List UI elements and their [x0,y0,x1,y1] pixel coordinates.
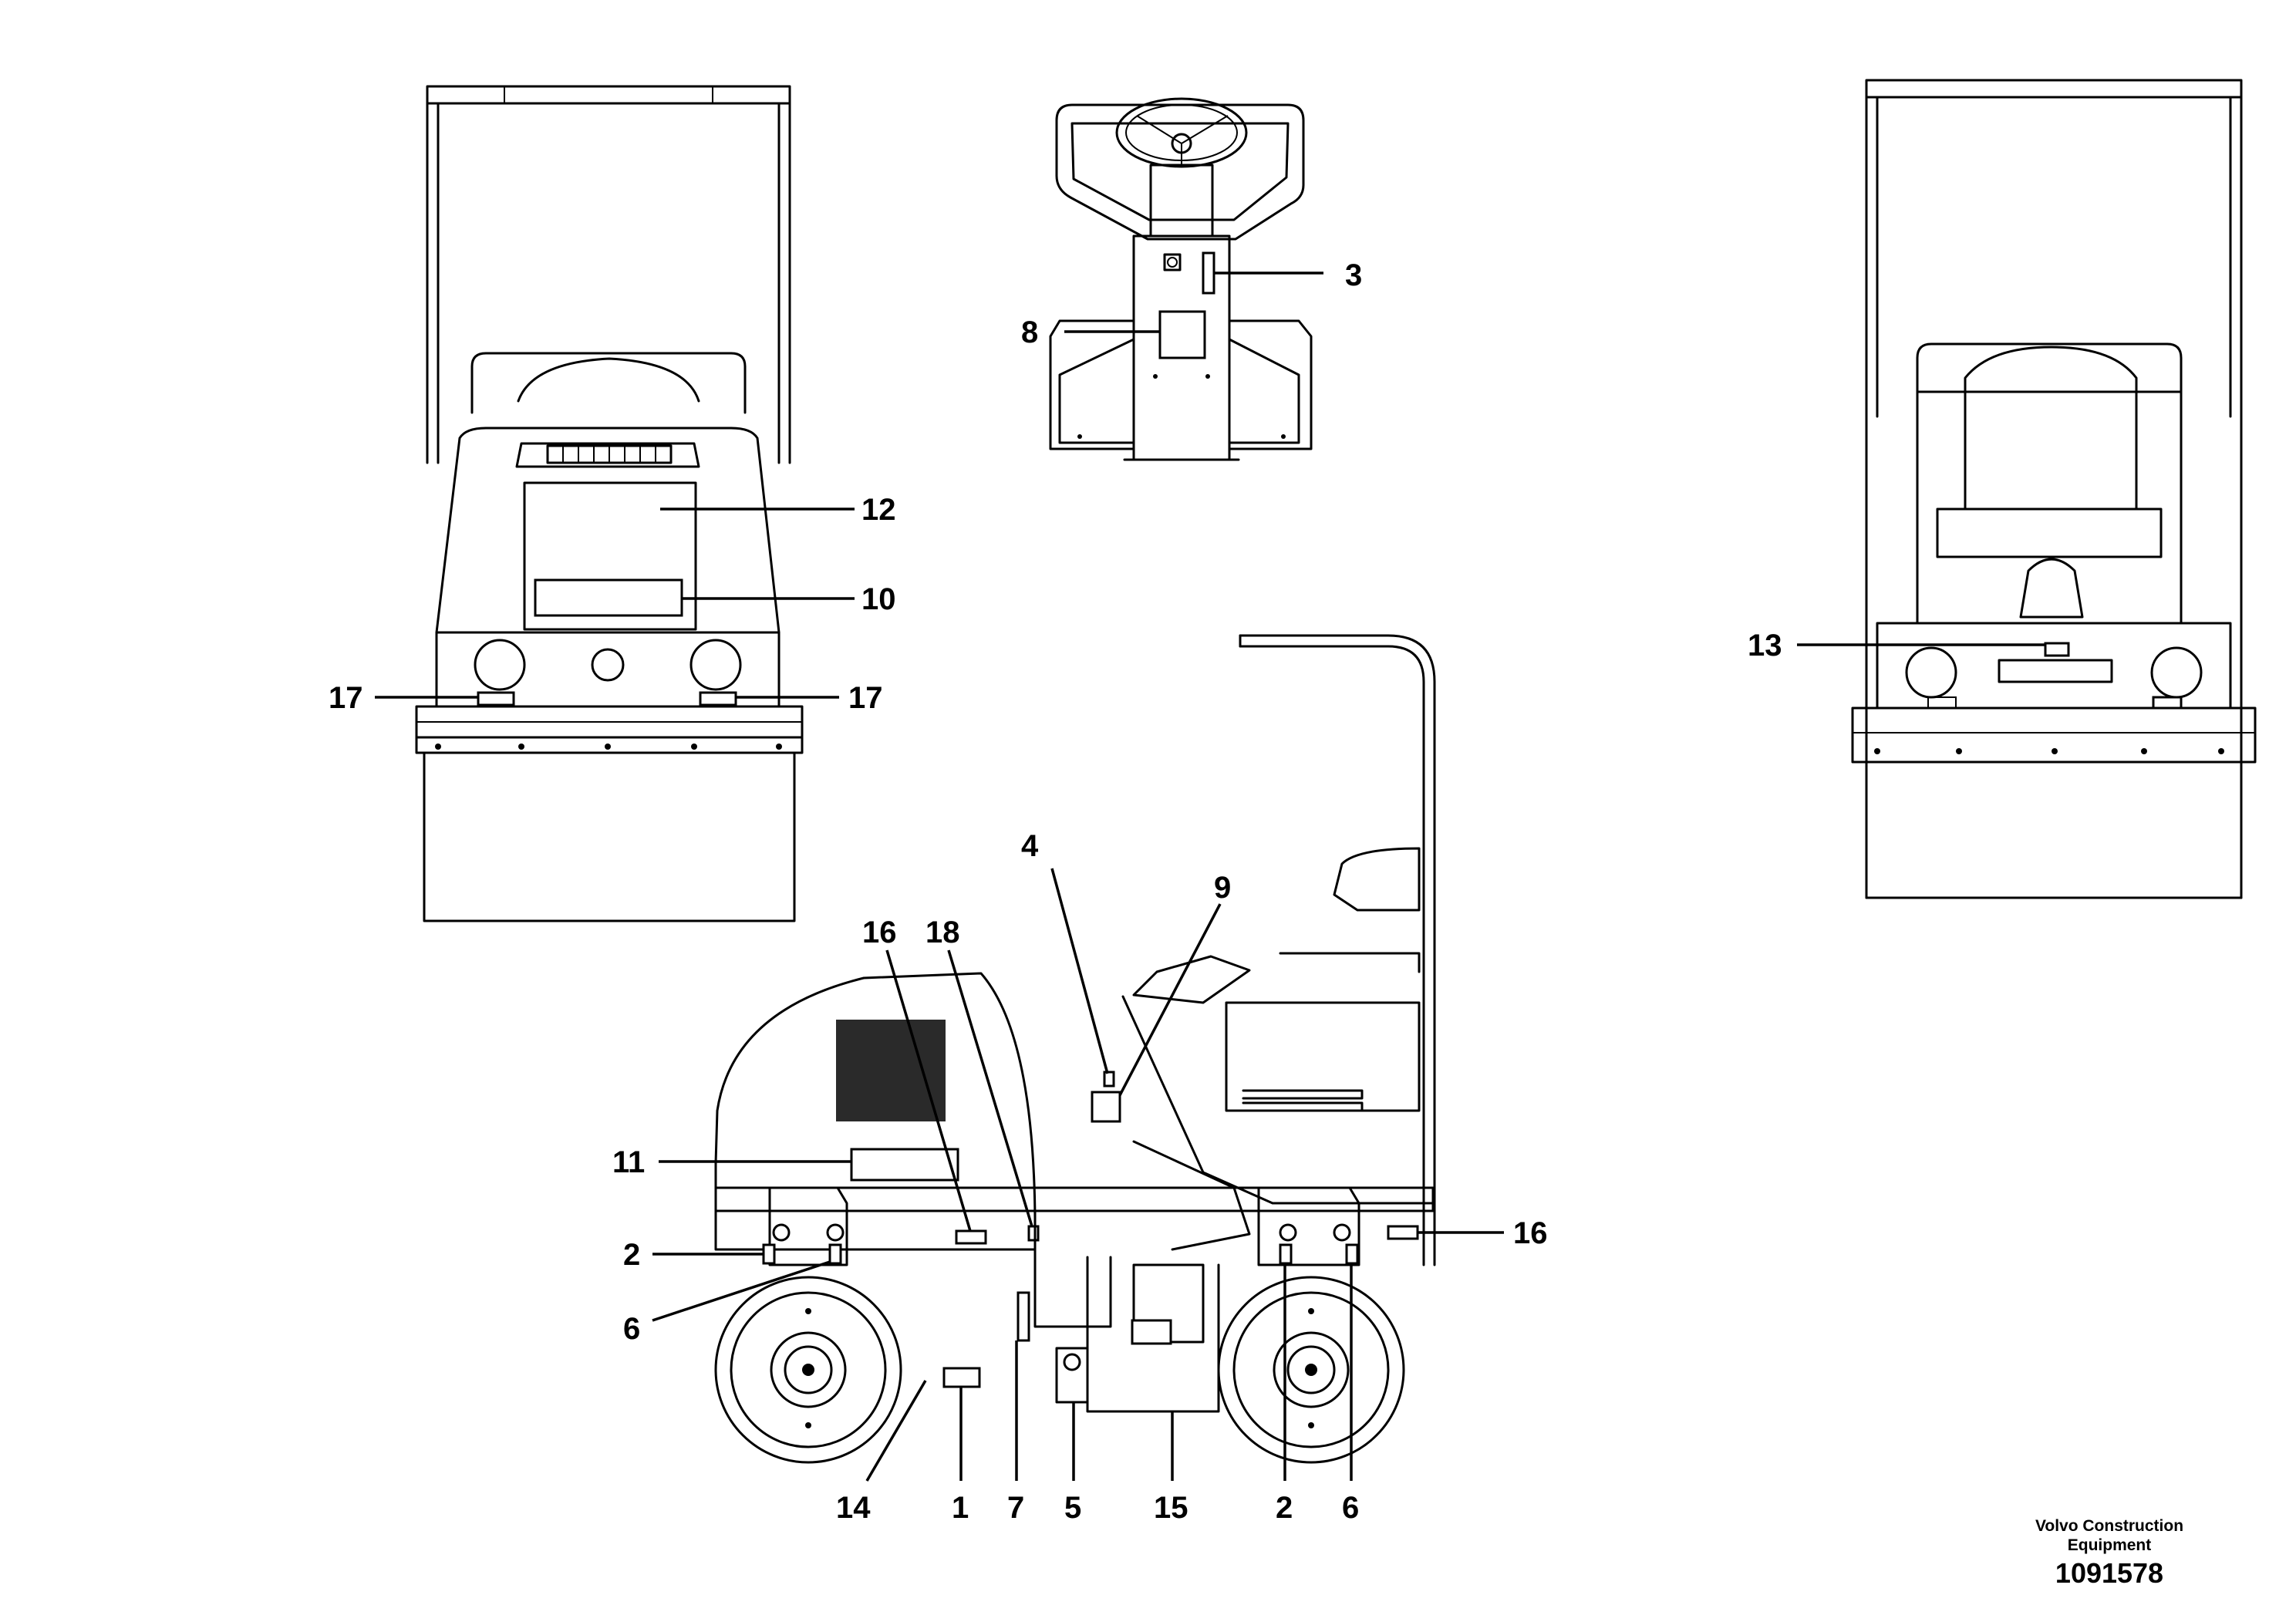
callout-13: 13 [1748,629,1782,663]
decal-17-left [477,691,515,706]
callout-10: 10 [861,582,896,616]
decal-13 [2044,642,2070,657]
decal-2-left [762,1243,776,1265]
rear-lamp-right [2150,646,2203,699]
decal-2-right [1279,1243,1293,1265]
callout-18: 18 [925,916,960,949]
decal-6-left [828,1243,842,1265]
front-drum-side [714,1186,902,1464]
manufacturer-credit: Volvo Construction Equipment [2009,1516,2210,1555]
callout-14: 14 [836,1491,871,1525]
callout-16-left: 16 [862,916,897,949]
callout-6-left: 6 [623,1312,640,1346]
top-view [1049,97,1313,461]
front-view [415,85,804,922]
callout-2-right: 2 [1276,1491,1293,1525]
lights-bar [546,444,673,464]
decal-16-right [1387,1225,1419,1240]
leader-lines [375,271,2045,1482]
engine-grille [836,1020,946,1121]
callout-8: 8 [1021,315,1038,349]
decal-6-right [1345,1243,1359,1265]
callout-9: 9 [1214,871,1231,905]
callout-16-right: 16 [1513,1216,1548,1250]
rear-drum [1865,760,2243,899]
callout-4: 4 [1021,829,1039,863]
horn [591,648,625,682]
callout-5: 5 [1064,1491,1081,1525]
callout-7: 7 [1007,1491,1024,1525]
rear-view [1851,79,2257,899]
rear-lamp-left [1905,646,1957,699]
decal-17-right [699,691,737,706]
decal-8 [1158,310,1206,359]
decal-16-left [955,1229,987,1245]
decal-10 [534,578,683,617]
callout-17-right: 17 [848,681,883,715]
manufacturer-line-2: Equipment [2067,1536,2152,1554]
callout-3: 3 [1345,258,1362,292]
decal-1 [942,1367,981,1388]
callout-2-left: 2 [623,1238,640,1272]
decal-14-15-area [1131,1319,1172,1345]
callout-6-right: 6 [1342,1491,1359,1525]
side-view [714,634,1436,1464]
steering-wheel [1115,97,1248,168]
decal-9 [1091,1091,1121,1123]
decal-3 [1202,251,1215,295]
decal-11 [850,1148,959,1182]
front-lamp-right [689,639,742,691]
callout-numbers: 12 10 17 17 3 8 13 4 9 16 18 11 2 6 16 1… [329,258,1782,1525]
manufacturer-line-1: Volvo Construction [2035,1517,2184,1535]
decal-7 [1017,1291,1030,1342]
callout-12: 12 [861,493,896,527]
callout-11: 11 [612,1145,645,1179]
decal-18 [1027,1225,1040,1242]
front-drum [423,751,796,922]
drawing-number: 1091578 [2055,1557,2164,1589]
front-lamp-left [474,639,526,691]
callout-15: 15 [1154,1491,1188,1525]
callout-1: 1 [952,1491,969,1525]
decal-4 [1103,1071,1115,1088]
rear-drum-side [1217,1186,1405,1464]
callout-17-left: 17 [329,681,363,715]
